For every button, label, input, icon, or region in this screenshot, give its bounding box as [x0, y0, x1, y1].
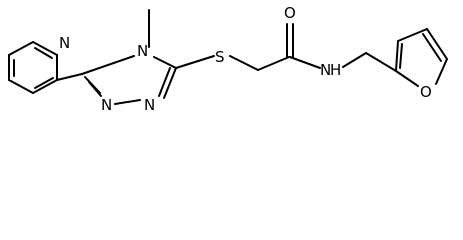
triazole-n4-label: N — [137, 42, 148, 60]
triazole-n2-label: N — [144, 96, 155, 114]
carbonyl-oxygen-label: O — [284, 4, 296, 22]
structural-formula: N N N N S O N H O — [8, 4, 448, 114]
amide-hydrogen-label: H — [330, 61, 341, 79]
furan-oxygen-label: O — [420, 83, 432, 101]
amide-nitrogen-label: N — [320, 61, 331, 79]
triazole-n1-label: N — [101, 96, 112, 114]
thioether-sulfur-label: S — [215, 48, 225, 66]
pyridine-nitrogen-label: N — [59, 34, 70, 52]
bond-lines — [8, 9, 448, 105]
